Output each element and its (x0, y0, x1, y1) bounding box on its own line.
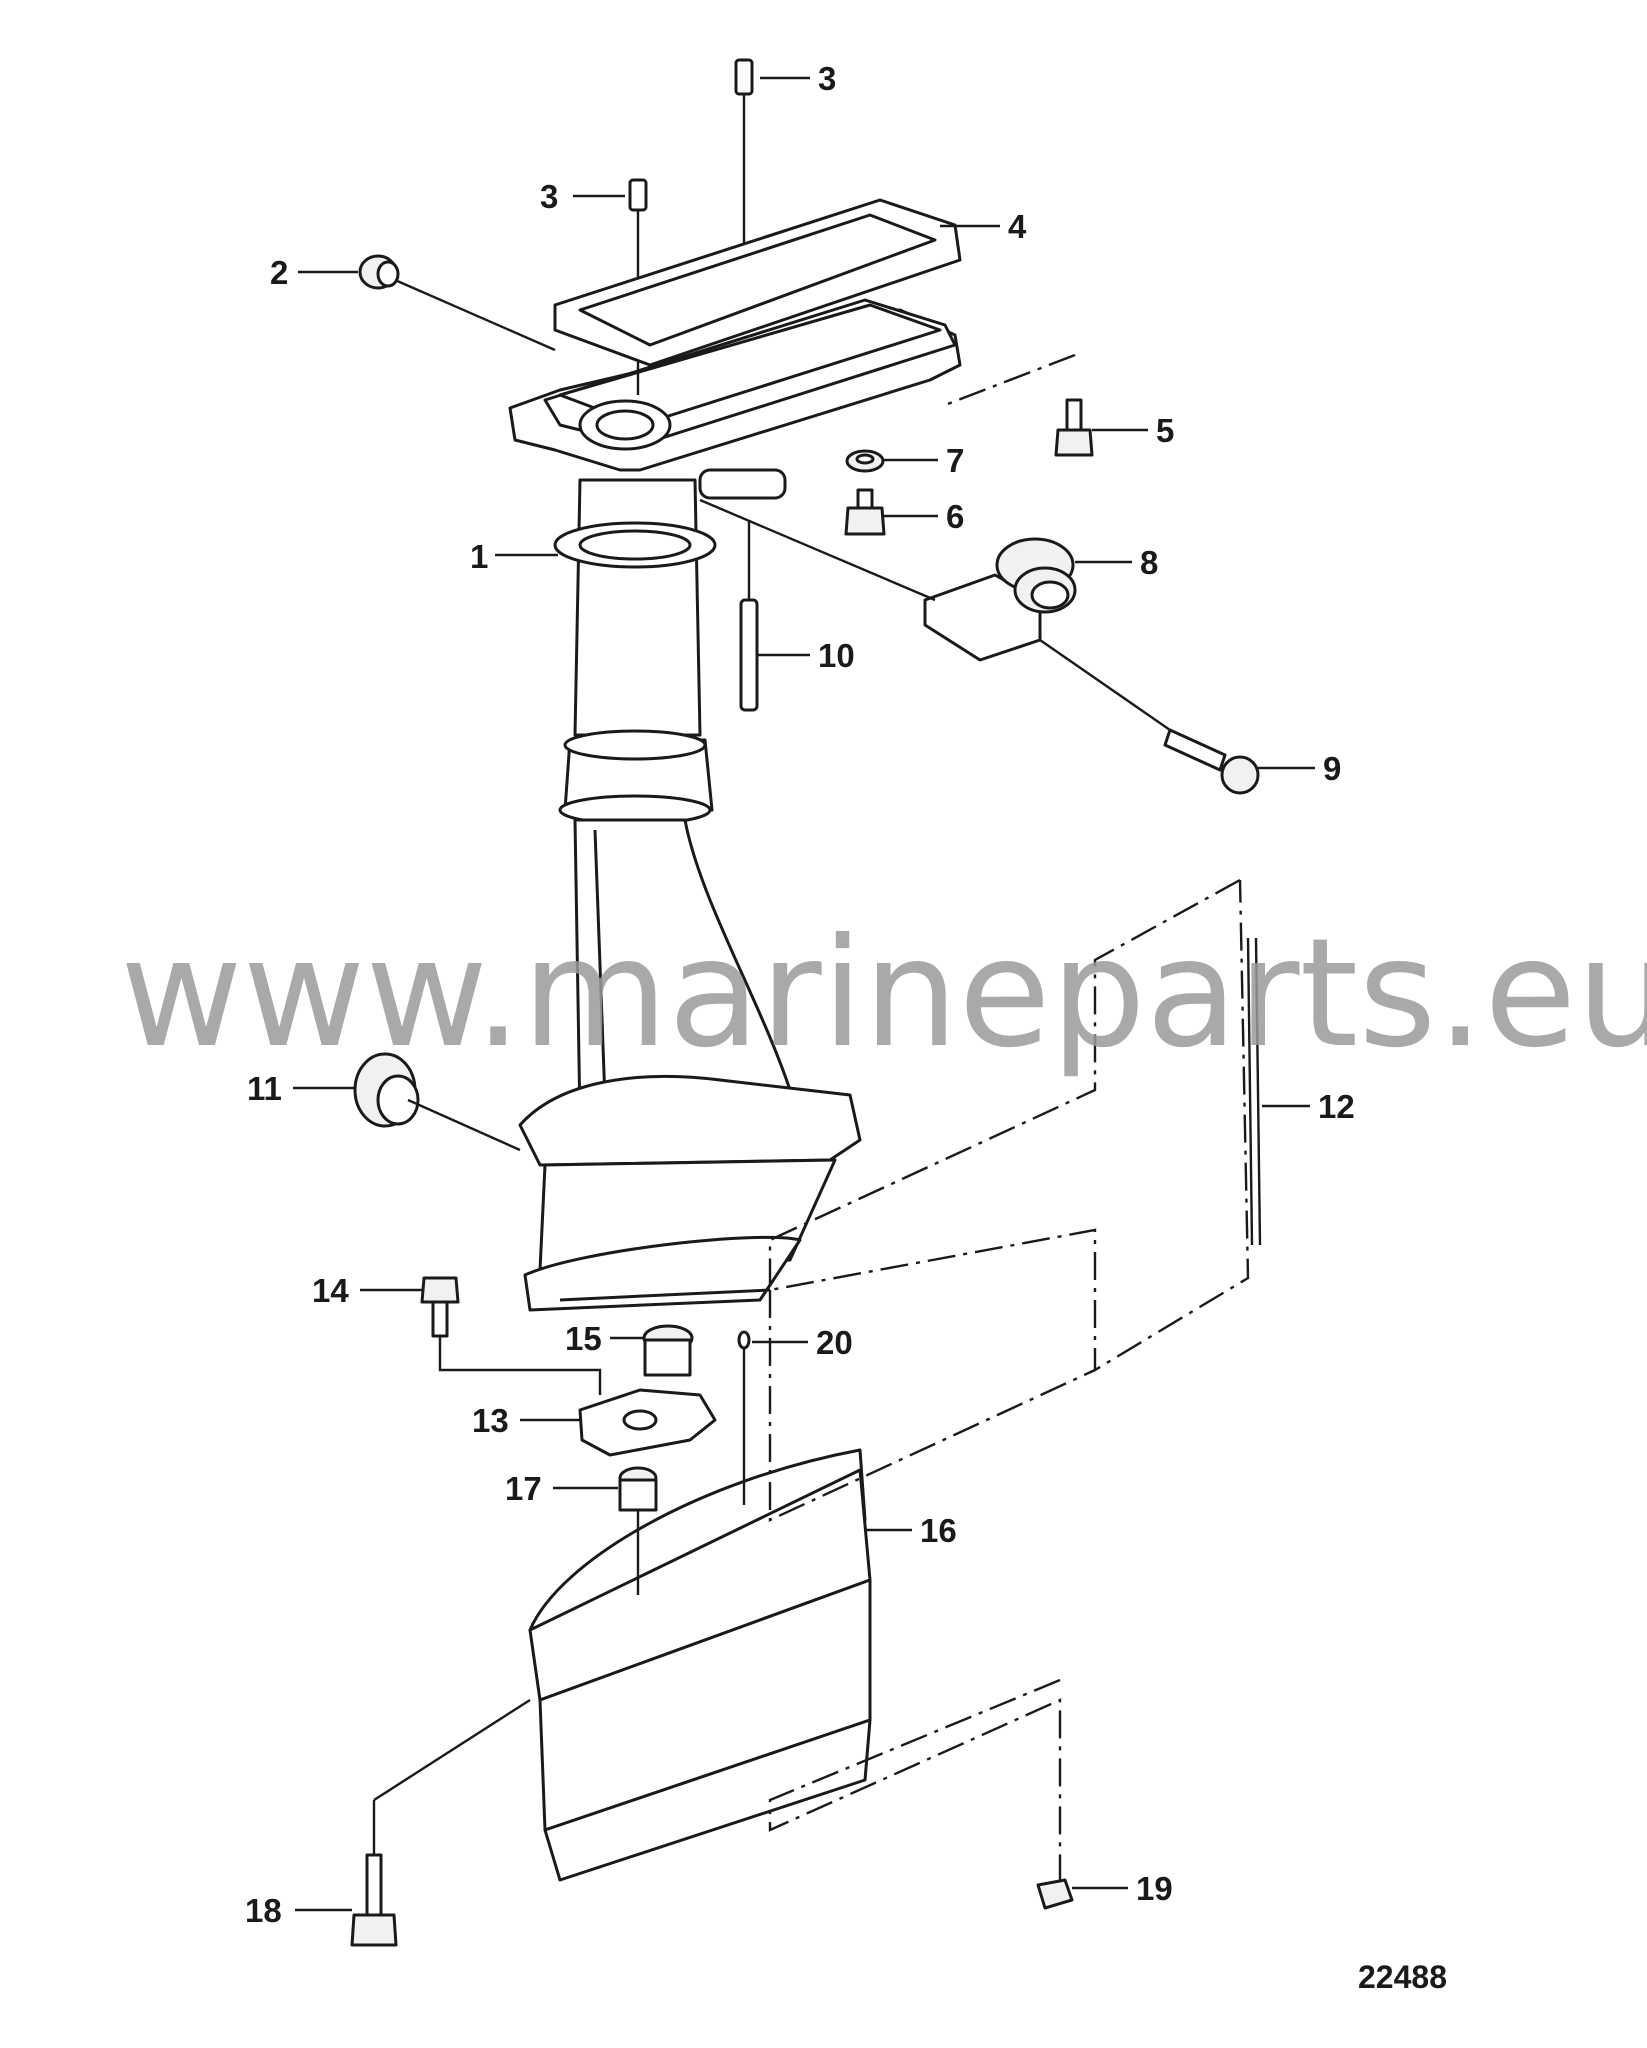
callout-6: 6 (946, 498, 964, 535)
screw-part-5 (1054, 398, 1094, 457)
leader-lines (293, 76, 1315, 1912)
driveshaft-housing-part (508, 298, 962, 1312)
bushing-part (642, 1324, 694, 1377)
rod-part (1246, 937, 1262, 1246)
callout-8: 8 (1140, 544, 1158, 581)
callout-10: 10 (818, 637, 855, 674)
callout-18: 18 (245, 1892, 282, 1929)
dowel-pin-upper (734, 58, 754, 245)
screw-part-14 (420, 1276, 602, 1395)
callout-1: 1 (470, 538, 488, 575)
washer-part (845, 449, 885, 473)
callout-16: 16 (920, 1512, 957, 1549)
pin-part-10 (739, 520, 759, 712)
plug-part (358, 254, 400, 290)
callout-11: 11 (247, 1070, 282, 1107)
callout-4: 4 (1008, 208, 1027, 245)
bushing-part-17 (618, 1466, 658, 1595)
bolt-part-9 (1163, 728, 1260, 795)
figure-number: 22488 (1358, 1959, 1447, 1995)
callout-14: 14 (312, 1272, 349, 1309)
callout-9: 9 (1323, 750, 1341, 787)
callout-3-upper: 3 (818, 60, 836, 97)
cover-part (528, 1448, 872, 1882)
screw-part-6 (844, 488, 886, 536)
nut-part (1036, 1878, 1074, 1910)
callout-labels: 1 2 3 3 4 5 6 7 8 9 10 11 12 13 14 15 16… (245, 60, 1355, 1929)
callout-2: 2 (270, 254, 288, 291)
callout-19: 19 (1136, 1870, 1173, 1907)
callout-12: 12 (1318, 1088, 1355, 1125)
bolt-part-18 (350, 1698, 531, 1947)
assembly-lines (394, 278, 1250, 1890)
callout-7: 7 (946, 442, 964, 479)
watermark-text: www.marineparts.eu (120, 907, 1647, 1081)
callout-17: 17 (505, 1470, 542, 1507)
callout-20: 20 (816, 1324, 853, 1361)
clamp-part (923, 537, 1077, 662)
gasket-part (553, 198, 962, 367)
callout-13: 13 (472, 1402, 509, 1439)
pin-part-20 (737, 1330, 751, 1505)
callout-3-lower: 3 (540, 178, 558, 215)
anode-plate-part (578, 1388, 717, 1457)
callout-15: 15 (565, 1320, 602, 1357)
grommet-part (353, 1052, 420, 1128)
callout-5: 5 (1156, 412, 1174, 449)
